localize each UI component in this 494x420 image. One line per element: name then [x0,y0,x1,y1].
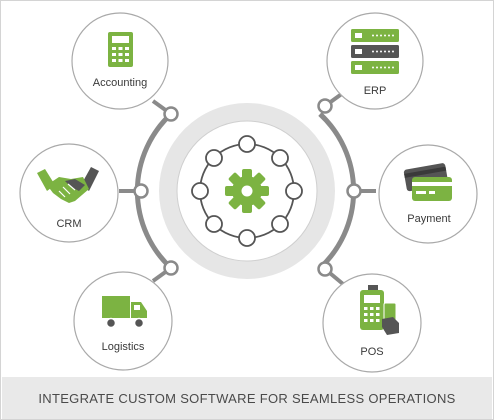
central-hub [159,103,335,279]
connector-dot-accounting [163,106,179,122]
integration-diagram: Accounting ERP CRM [19,12,478,373]
node-label-logistics: Logistics [102,341,145,353]
footer-caption-bar: INTEGRATE CUSTOM SOFTWARE FOR SEAMLESS O… [2,377,492,419]
node-label-erp: ERP [364,85,387,97]
node-payment: Payment [378,144,478,244]
node-crm: CRM [19,143,119,243]
node-label-pos: POS [360,346,383,358]
handshake-icon [37,167,99,203]
calculator-icon [108,32,133,67]
node-label-crm: CRM [56,218,81,230]
card-terminal-icon [360,285,399,335]
node-label-payment: Payment [407,213,450,225]
credit-card-icon [403,163,452,201]
connector-dots [133,98,362,277]
gear-network-icon [191,135,303,247]
node-label-accounting: Accounting [93,77,147,89]
node-logistics: Logistics [73,271,173,371]
server-rack-icon [351,29,399,74]
footer-caption: INTEGRATE CUSTOM SOFTWARE FOR SEAMLESS O… [38,390,456,406]
node-pos: POS [322,273,422,373]
node-accounting: Accounting [71,12,169,110]
connector-dot-payment [346,183,362,199]
node-erp: ERP [326,12,424,110]
connector-dot-crm [133,183,149,199]
connector-dot-erp [317,98,333,114]
connector-dot-logistics [163,260,179,276]
delivery-truck-icon [102,296,147,329]
connector-dot-pos [317,261,333,277]
